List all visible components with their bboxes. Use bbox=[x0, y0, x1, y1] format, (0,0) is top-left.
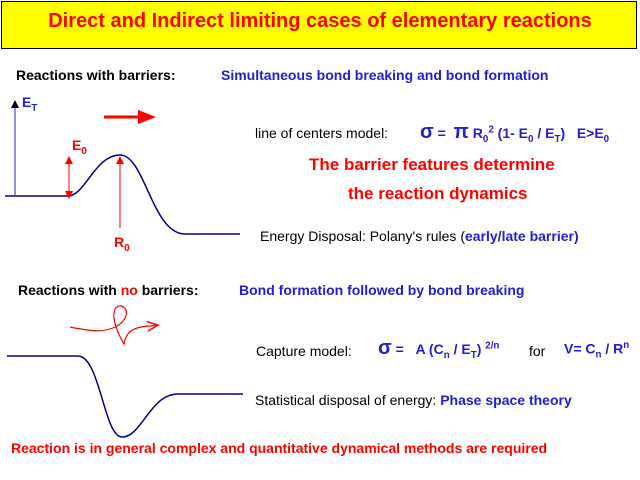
barrier-statement-line1: The barrier features determine bbox=[309, 155, 555, 174]
footer-statement: Reaction is in general complex and quant… bbox=[11, 440, 548, 456]
capture-for: for bbox=[529, 343, 546, 359]
r0-label: R0 bbox=[114, 234, 130, 254]
statistical-disposal: Statistical disposal of energy: Phase sp… bbox=[255, 392, 572, 408]
page-title: Direct and Indirect limiting cases of el… bbox=[48, 10, 592, 32]
well-curve bbox=[7, 355, 243, 438]
line-of-centers-formula: σ = π R02 (1- E0 / ET) E>E0 bbox=[420, 121, 610, 145]
section2-subheading: Bond formation followed by bond breaking bbox=[239, 282, 525, 298]
capture-model-formula: σ = A (Cn / ET) 2/n bbox=[378, 337, 500, 361]
barrier-curve bbox=[5, 154, 240, 235]
potential-formula: V= Cn / Rn bbox=[564, 340, 630, 361]
section2-heading: Reactions with no barriers: bbox=[18, 282, 199, 298]
direction-arrow-head bbox=[138, 110, 156, 124]
energy-axis-label: ET bbox=[22, 94, 38, 114]
energy-disposal: Energy Disposal: Polany's rules (early/l… bbox=[260, 228, 579, 244]
title-bar bbox=[1, 1, 637, 49]
line-of-centers-label: line of centers model: bbox=[255, 125, 389, 141]
section1-subheading: Simultaneous bond breaking and bond form… bbox=[221, 67, 549, 83]
spiral-trajectory bbox=[69, 305, 158, 346]
capture-model-label: Capture model: bbox=[256, 343, 352, 359]
e0-label: E0 bbox=[72, 137, 87, 157]
barrier-statement-line2: the reaction dynamics bbox=[348, 184, 528, 203]
section1-heading: Reactions with barriers: bbox=[16, 67, 176, 83]
